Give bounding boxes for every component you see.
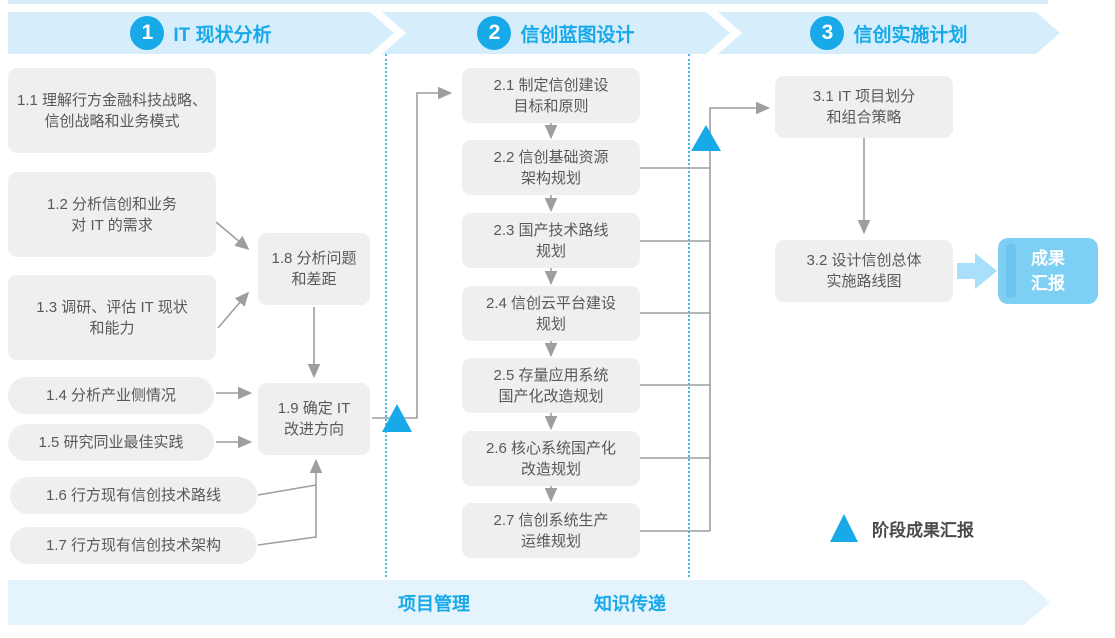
task-box-1-4: 1.4 分析产业侧情况 — [8, 377, 214, 414]
task-box-2-6: 2.6 核心系统国产化 改造规划 — [462, 431, 640, 486]
legend-milestone-triangle — [830, 514, 858, 542]
phase-title-3: 信创实施计划 — [853, 24, 968, 46]
task-box-3-2: 3.2 设计信创总体 实施路线图 — [775, 240, 953, 302]
task-box-1-6: 1.6 行方现有信创技术路线 — [10, 477, 257, 514]
task-box-2-4: 2.4 信创云平台建设 规划 — [462, 286, 640, 341]
task-box-1-7: 1.7 行方现有信创技术架构 — [10, 527, 257, 564]
phase-number-circle-2: 2 — [477, 16, 511, 50]
phase-banner-2: 2 信创蓝图设计 — [382, 12, 730, 54]
task-box-2-7: 2.7 信创系统生产 运维规划 — [462, 503, 640, 558]
task-box-1-2: 1.2 分析信创和业务 对 IT 的需求 — [8, 172, 216, 257]
phase-title-1: IT 现状分析 — [173, 24, 272, 46]
phase-divider-1-2 — [385, 54, 387, 577]
deliverable-box-spine — [1006, 244, 1016, 298]
phase-number-circle-3: 3 — [810, 16, 844, 50]
legend-milestone-label: 阶段成果汇报 — [872, 521, 974, 540]
task-box-1-8: 1.8 分析问题 和差距 — [258, 233, 370, 305]
task-box-1-5: 1.5 研究同业最佳实践 — [8, 424, 214, 461]
task-box-1-1: 1.1 理解行方金融科技战略、 信创战略和业务模式 — [8, 68, 216, 153]
phase-banner-1: 1 IT 现状分析 — [8, 12, 394, 54]
task-box-2-3: 2.3 国产技术路线 规划 — [462, 213, 640, 268]
footer-label-project-management: 项目管理 — [398, 593, 470, 614]
phase-divider-2-3 — [688, 54, 690, 577]
footer-label-knowledge-transfer: 知识传递 — [594, 593, 666, 614]
task-box-2-2: 2.2 信创基础资源 架构规划 — [462, 140, 640, 195]
milestone-triangle-phase2 — [691, 125, 721, 151]
task-box-1-9: 1.9 确定 IT 改进方向 — [258, 383, 370, 455]
footer-banner: 项目管理 知识传递 — [8, 580, 1050, 625]
task-box-2-5: 2.5 存量应用系统 国产化改造规划 — [462, 358, 640, 413]
deliverable-thick-arrow — [957, 253, 997, 289]
deliverable-box: 成果 汇报 — [998, 238, 1098, 304]
task-box-2-1: 2.1 制定信创建设 目标和原则 — [462, 68, 640, 123]
phase-number: 2 — [488, 21, 501, 44]
top-edge-strip — [8, 0, 1048, 4]
phase-title-2: 信创蓝图设计 — [520, 24, 635, 46]
task-box-1-3: 1.3 调研、评估 IT 现状 和能力 — [8, 275, 216, 360]
phase-number: 1 — [141, 21, 154, 44]
phase-banner-3: 3 信创实施计划 — [718, 12, 1060, 54]
task-box-3-1: 3.1 IT 项目划分 和组合策略 — [775, 76, 953, 138]
phase-number: 3 — [821, 21, 834, 44]
phase-number-circle-1: 1 — [130, 16, 164, 50]
